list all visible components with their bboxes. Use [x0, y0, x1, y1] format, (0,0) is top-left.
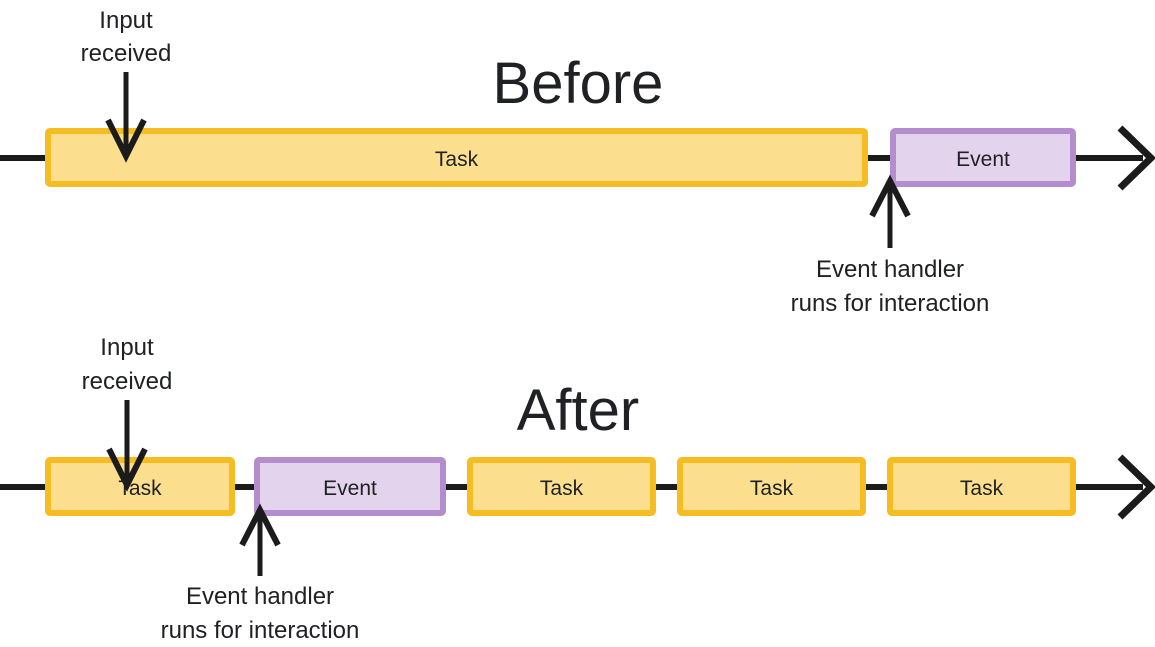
after-block-task-1: Task [45, 457, 235, 516]
task-box-label: Task [540, 477, 584, 500]
input-received-label-line1: Input [99, 7, 153, 34]
before-block-event: Event [890, 128, 1076, 187]
after-title: After [517, 378, 640, 443]
before-timeline-arrowhead [1117, 125, 1155, 191]
input-received-label-line1: Input [100, 334, 154, 361]
before-input-received-annotation: Input received [81, 7, 172, 163]
task-box-label: Task [750, 477, 794, 500]
after-block-event: Event [254, 457, 446, 516]
after-input-received-annotation: Input received [82, 334, 173, 492]
task-box-label: Task [435, 148, 479, 171]
after-block-task-2: Task [467, 457, 656, 516]
input-received-down-arrow-icon [105, 72, 147, 163]
after-block-task-3: Task [677, 457, 866, 516]
event-box-label: Event [323, 477, 377, 500]
task-box-label: Task [960, 477, 1004, 500]
task-box [887, 457, 1076, 516]
after-section: After Task Event [0, 334, 1155, 644]
after-timeline-arrowhead [1117, 454, 1155, 520]
event-handler-label-line2: runs for interaction [791, 290, 990, 317]
input-received-label-line2: received [82, 368, 173, 395]
event-handler-label-line1: Event handler [816, 256, 964, 283]
event-handler-up-arrow-icon [869, 174, 911, 248]
before-event-handler-annotation: Event handler runs for interaction [791, 174, 990, 317]
event-box [254, 457, 446, 516]
input-received-down-arrow-icon [106, 400, 148, 492]
after-event-handler-annotation: Event handler runs for interaction [161, 503, 360, 644]
before-section: Before Task Event Input re [0, 7, 1155, 317]
event-handler-label-line1: Event handler [186, 583, 334, 610]
before-title: Before [493, 51, 664, 116]
event-box [890, 128, 1076, 187]
event-box-label: Event [956, 148, 1010, 171]
task-box [677, 457, 866, 516]
event-handler-label-line2: runs for interaction [161, 617, 360, 644]
event-handler-up-arrow-icon [239, 503, 281, 576]
before-block-task: Task [45, 128, 868, 187]
task-box [45, 128, 868, 187]
input-received-label-line2: received [81, 40, 172, 67]
task-box [467, 457, 656, 516]
after-block-task-4: Task [887, 457, 1076, 516]
